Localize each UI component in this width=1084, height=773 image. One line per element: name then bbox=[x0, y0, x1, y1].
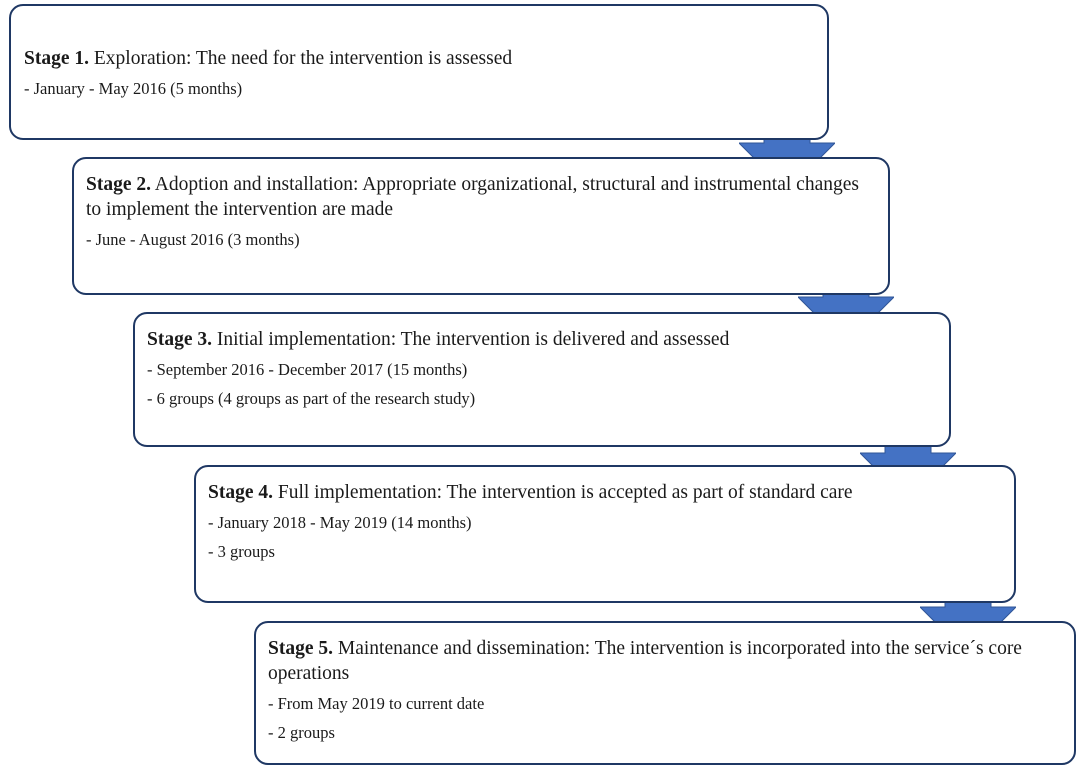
stage-5-box: Stage 5. Maintenance and dissemination: … bbox=[254, 621, 1076, 765]
stage-1-description: Exploration: The need for the interventi… bbox=[89, 48, 513, 69]
stage-3-label: Stage 3. bbox=[147, 329, 212, 350]
stage-5-heading: Stage 5. Maintenance and dissemination: … bbox=[268, 636, 1062, 686]
stage-3-box: Stage 3. Initial implementation: The int… bbox=[133, 312, 951, 447]
stage-5-groups: - 2 groups bbox=[268, 723, 335, 742]
stage-5-description: Maintenance and dissemination: The inter… bbox=[268, 638, 1022, 684]
stage-2-heading: Stage 2. Adoption and installation: Appr… bbox=[86, 172, 876, 222]
stage-3-heading: Stage 3. Initial implementation: The int… bbox=[147, 327, 937, 352]
stage-1-period: - January - May 2016 (5 months) bbox=[24, 79, 243, 98]
stage-1-heading: Stage 1. Exploration: The need for the i… bbox=[24, 46, 815, 71]
stage-4-box: Stage 4. Full implementation: The interv… bbox=[194, 465, 1016, 603]
stage-5-period: - From May 2019 to current date bbox=[268, 694, 485, 713]
stage-3-groups: - 6 groups (4 groups as part of the rese… bbox=[147, 389, 476, 408]
stage-3-period: - September 2016 - December 2017 (15 mon… bbox=[147, 360, 468, 379]
stage-4-description: Full implementation: The intervention is… bbox=[273, 482, 853, 503]
stage-4-period: - January 2018 - May 2019 (14 months) bbox=[208, 513, 472, 532]
stage-4-label: Stage 4. bbox=[208, 482, 273, 503]
stage-2-description: Adoption and installation: Appropriate o… bbox=[86, 174, 859, 220]
stage-5-label: Stage 5. bbox=[268, 638, 333, 659]
stage-2-label: Stage 2. bbox=[86, 174, 151, 195]
stage-4-heading: Stage 4. Full implementation: The interv… bbox=[208, 480, 1002, 505]
stage-3-description: Initial implementation: The intervention… bbox=[212, 329, 730, 350]
stage-2-box: Stage 2. Adoption and installation: Appr… bbox=[72, 157, 890, 295]
stage-2-period: - June - August 2016 (3 months) bbox=[86, 230, 300, 249]
stage-1-label: Stage 1. bbox=[24, 48, 89, 69]
stage-1-box: Stage 1. Exploration: The need for the i… bbox=[9, 4, 829, 140]
stage-4-groups: - 3 groups bbox=[208, 542, 275, 561]
